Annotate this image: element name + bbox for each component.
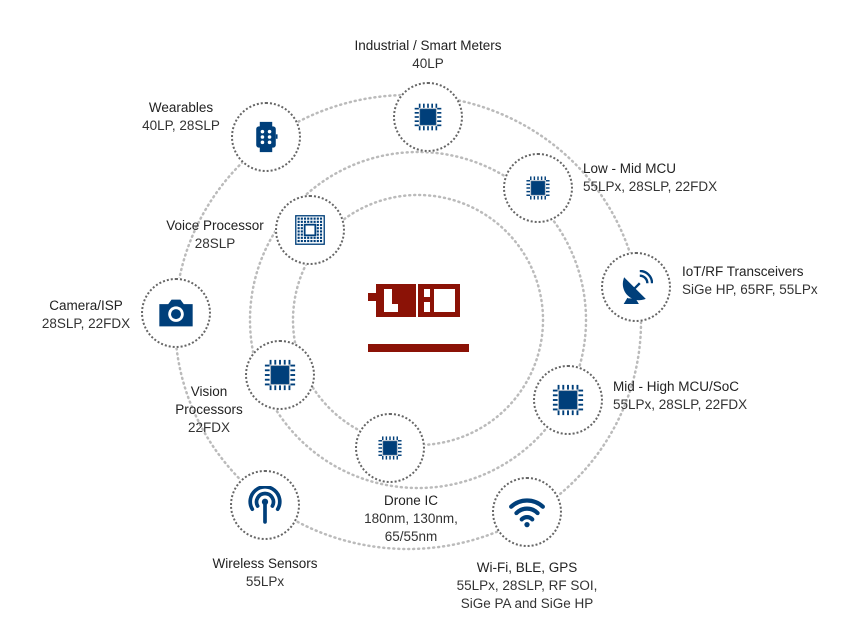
node-processes: 28SLP, 22FDX — [41, 316, 131, 331]
node-title: Processors — [175, 402, 243, 417]
node-processes: 28SLP — [194, 236, 236, 251]
satellite-dish-icon — [619, 270, 653, 304]
node-title: Voice Processor — [166, 218, 264, 233]
node-8 — [141, 278, 211, 348]
node-5 — [355, 413, 425, 483]
node-processes: SiGe PA and SiGe HP — [460, 596, 594, 611]
node-label: Camera/ISP 28SLP, 22FDX — [42, 297, 130, 333]
node-label: Wireless Sensors 55LPx — [212, 555, 317, 591]
node-title: Vision — [190, 384, 228, 399]
node-processes: 55LPx, 28SLP, RF SOI, — [456, 578, 598, 593]
node-label: Wi-Fi, BLE, GPS 55LPx, 28SLP, RF SOI, SiGe… — [457, 559, 598, 613]
node-title: IoT/RF Transceivers — [682, 264, 804, 279]
node-3 — [533, 365, 603, 435]
node-processes: 65/55nm — [384, 529, 438, 544]
node-title: Wi-Fi, BLE, GPS — [476, 560, 578, 575]
node-label: Mid - High MCU/SoC 55LPx, 28SLP, 22FDX — [613, 378, 747, 414]
center-logo — [368, 284, 469, 352]
node-processes: 55LPx — [245, 574, 285, 589]
node-6 — [230, 470, 300, 540]
middle-ring — [248, 150, 588, 490]
node-2 — [601, 252, 671, 322]
node-label: Low - Mid MCU 55LPx, 28SLP, 22FDX — [583, 160, 717, 196]
smartwatch-icon — [250, 121, 282, 153]
chip-icon — [551, 383, 585, 417]
chip-icon — [413, 102, 443, 132]
node-0 — [393, 82, 463, 152]
node-processes: 180nm, 130nm, — [364, 511, 458, 526]
node-9 — [275, 195, 345, 265]
processor-grid-icon — [294, 214, 326, 246]
node-title: Drone IC — [383, 493, 439, 508]
chip-icon — [377, 435, 403, 461]
camera-icon — [156, 293, 196, 333]
node-label: Drone IC 180nm, 130nm, 65/55nm — [364, 492, 458, 546]
chip-icon — [263, 358, 297, 392]
node-4 — [492, 477, 562, 547]
node-title: Camera/ISP — [49, 298, 123, 313]
node-processes: 22FDX — [187, 420, 231, 435]
node-processes: 55LPx, 28SLP, 22FDX — [583, 179, 718, 194]
node-processes: 40LP, 28SLP — [142, 118, 220, 133]
node-title: Wearables — [148, 100, 214, 115]
node-title: Wireless Sensors — [212, 556, 318, 571]
node-title: Low - Mid MCU — [583, 161, 677, 176]
node-10 — [231, 102, 301, 172]
node-7 — [245, 340, 315, 410]
node-title: Industrial / Smart Meters — [354, 38, 502, 53]
wifi-icon — [508, 493, 546, 531]
node-label: Wearables 40LP, 28SLP — [142, 99, 220, 135]
node-processes: 55LPx, 28SLP, 22FDX — [613, 397, 748, 412]
node-processes: 40LP — [412, 56, 444, 71]
chip-icon — [525, 175, 551, 201]
node-title: Mid - High MCU/SoC — [613, 379, 740, 394]
outer-ring — [173, 93, 643, 551]
node-1 — [503, 153, 573, 223]
node-label: Industrial / Smart Meters 40LP — [354, 37, 501, 73]
node-label: Voice Processor 28SLP — [166, 217, 264, 253]
antenna-icon — [246, 486, 284, 524]
node-processes: SiGe HP, 65RF, 55LPx — [682, 282, 818, 297]
